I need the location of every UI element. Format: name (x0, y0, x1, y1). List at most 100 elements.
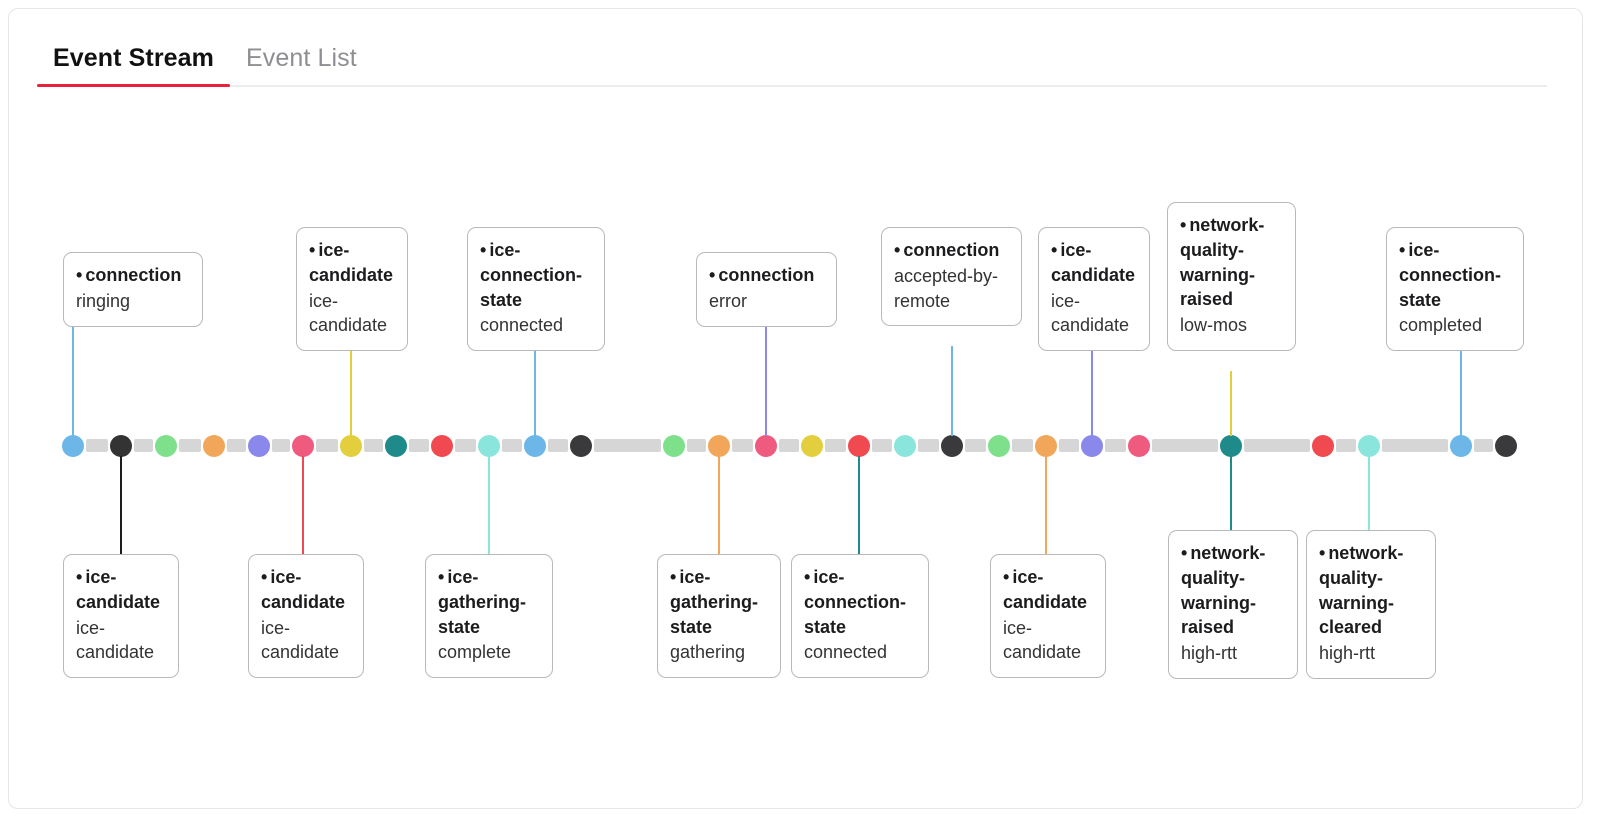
event-connector-line (1460, 346, 1462, 436)
event-card-title-text: connection (718, 265, 815, 285)
event-connector-line (765, 321, 767, 436)
event-card-title: •ice‐​connection‐​state (804, 565, 916, 639)
event-connector-line (1091, 346, 1093, 436)
tab-event-stream-label: Event Stream (53, 44, 214, 72)
event-card-subtitle: ice‐​candidate (309, 290, 388, 336)
timeline-event-dot[interactable] (1128, 435, 1150, 457)
event-card-title: •ice‐​candidate (1051, 238, 1137, 288)
timeline-axis (57, 439, 1532, 452)
event-card-subtitle: high‐​rtt (1319, 643, 1376, 664)
timeline-event-dot[interactable] (62, 435, 84, 457)
event-connector-line (488, 456, 490, 554)
bullet-icon: • (261, 567, 268, 587)
bullet-icon: • (1181, 543, 1188, 563)
bullet-icon: • (1180, 215, 1187, 235)
axis-segment (779, 439, 799, 452)
timeline-event-dot[interactable] (1358, 435, 1380, 457)
timeline-event-dot[interactable] (385, 435, 407, 457)
event-card-title-text: ice‐​connection‐​state (480, 240, 582, 310)
event-card-title: •connection (76, 263, 190, 288)
event-card-title: •ice‐​candidate (309, 238, 395, 288)
axis-segment (179, 439, 201, 452)
event-card-title-text: network‐​quality‐​warning‐​raised (1181, 543, 1266, 638)
timeline-event-dot[interactable] (292, 435, 314, 457)
timeline-event-dot[interactable] (1220, 435, 1242, 457)
timeline-event-dot[interactable] (848, 435, 870, 457)
timeline-event-dot[interactable] (755, 435, 777, 457)
tab-bar: Event Stream Event List (37, 35, 1547, 87)
bullet-icon: • (1051, 240, 1058, 260)
tab-event-stream[interactable]: Event Stream (37, 44, 230, 87)
timeline-event-dot[interactable] (801, 435, 823, 457)
event-card-title-text: ice‐​gathering‐​state (670, 567, 758, 637)
tab-event-list-label: Event List (246, 44, 357, 72)
event-card-title: •connection (894, 238, 1009, 263)
event-connector-line (718, 456, 720, 554)
tab-event-list[interactable]: Event List (230, 44, 373, 85)
timeline-event-dot[interactable] (988, 435, 1010, 457)
event-card-title: •ice‐​connection‐​state (480, 238, 592, 312)
event-card-subtitle: high‐​rtt (1181, 643, 1238, 664)
axis-segment (918, 439, 939, 452)
axis-segment (687, 439, 706, 452)
event-card-subtitle: ice‐​candidate (76, 617, 155, 663)
bullet-icon: • (480, 240, 487, 260)
timeline-event-dot[interactable] (203, 435, 225, 457)
timeline-event-dot[interactable] (1450, 435, 1472, 457)
event-connector-line (534, 346, 536, 436)
timeline-event-dot[interactable] (663, 435, 685, 457)
timeline-event-dot[interactable] (478, 435, 500, 457)
timeline-event-dot[interactable] (340, 435, 362, 457)
axis-segment (825, 439, 846, 452)
event-card-title: •network‐​quality‐​warning‐​cleared (1319, 541, 1423, 640)
event-card-title-text: ice‐​gathering‐​state (438, 567, 526, 637)
timeline-event-dot[interactable] (570, 435, 592, 457)
timeline-event-dot[interactable] (708, 435, 730, 457)
bullet-icon: • (76, 265, 83, 285)
event-card-subtitle: accepted‐​by‐​remote (894, 265, 999, 311)
event-card[interactable]: •network‐​quality‐​warning‐​raised high‐​… (1168, 530, 1298, 680)
timeline-event-dot[interactable] (894, 435, 916, 457)
event-card-title: •ice‐​gathering‐​state (438, 565, 540, 639)
event-card-title-text: connection (85, 265, 182, 285)
timeline-event-dot[interactable] (110, 435, 132, 457)
event-connector-line (858, 456, 860, 554)
event-card-title-text: ice‐​candidate (1051, 240, 1136, 285)
event-card-title: •ice‐​candidate (76, 565, 166, 615)
event-card-subtitle: ice‐​candidate (1051, 290, 1130, 336)
event-connector-line (72, 321, 74, 436)
axis-segment (872, 439, 892, 452)
timeline-event-dot[interactable] (431, 435, 453, 457)
event-connector-line (1045, 456, 1047, 554)
timeline-event-dot[interactable] (524, 435, 546, 457)
event-connector-line (1368, 456, 1370, 530)
timeline-event-dot[interactable] (1495, 435, 1517, 457)
event-card[interactable]: •network‐​quality‐​warning‐​cleared high‐… (1306, 530, 1436, 680)
timeline-event-dot[interactable] (1081, 435, 1103, 457)
event-connector-line (1230, 456, 1232, 530)
timeline-event-dot[interactable] (1035, 435, 1057, 457)
timeline-event-dot[interactable] (941, 435, 963, 457)
event-card-subtitle: error (709, 290, 748, 311)
timeline-event-dot[interactable] (1312, 435, 1334, 457)
event-card-subtitle: low‐​mos (1180, 315, 1248, 336)
timeline-event-dot[interactable] (155, 435, 177, 457)
timeline-event-dot[interactable] (248, 435, 270, 457)
event-card-title-text: ice‐​connection‐​state (1399, 240, 1501, 310)
